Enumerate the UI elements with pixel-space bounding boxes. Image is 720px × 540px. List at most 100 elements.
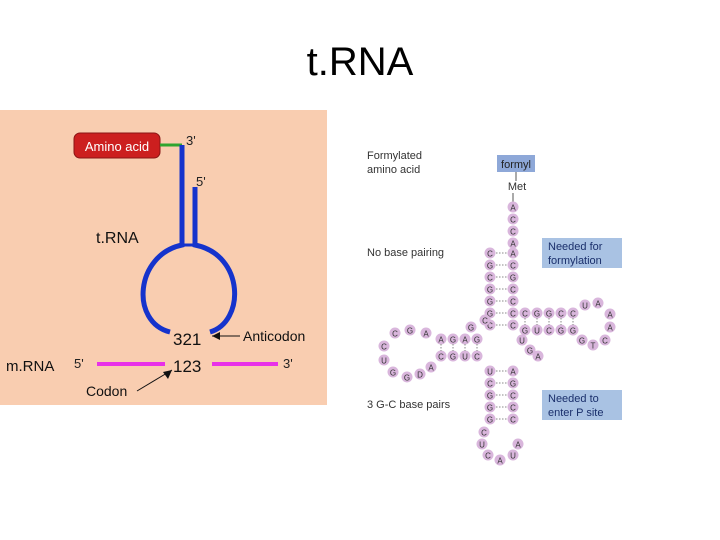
nucleotide-letter-anticodon-right-0: A: [510, 368, 516, 377]
nucleotide-letter-t-loop-3: A: [607, 324, 613, 333]
nucleotide-letter-t-loop-4: C: [602, 337, 608, 346]
nucleotide-anticodon-loop-2: [482, 449, 494, 461]
nucleotide-d-arm-bottom-1: [447, 350, 459, 362]
nucleotide-letter-t-arm-bottom-2: C: [546, 327, 552, 336]
nucleotide-letter-d-loop-4: U: [381, 357, 387, 366]
nucleotide-t-loop-1: [592, 297, 604, 309]
nucleotide-d-loop-0: [389, 327, 401, 339]
nucleotide-letter-d-loop-8: A: [428, 364, 434, 373]
nucleotide-letter-t-loop-5: T: [591, 342, 596, 351]
nucleotide-letter-acceptor-left-5: G: [487, 310, 493, 319]
formylation-note-box: [542, 238, 622, 268]
trna-cartoon-diagram: Amino acid 3' 5' t.RNA 321 Anticodon m.R…: [0, 110, 327, 405]
nucleotide-acceptor-left-1: [484, 259, 496, 271]
nucleotide-letter-t-arm-bottom-4: G: [570, 327, 576, 336]
nucleotide-letter-t-arm-top-3: C: [558, 310, 564, 319]
nucleotide-letter-anticodon-loop-5: A: [515, 441, 521, 450]
nucleotide-letter-d-arm-top-1: G: [450, 336, 456, 345]
nucleotide-anticodon-left-0: [484, 365, 496, 377]
nucleotide-acceptor-tail-2: [507, 225, 519, 237]
nucleotide-letter-acceptor-tail-0: A: [510, 204, 516, 213]
nucleotide-letter-anticodon-right-2: C: [510, 392, 516, 401]
nucleotide-letter-anticodon-right-4: C: [510, 416, 516, 425]
codon-digits: 123: [173, 357, 201, 376]
nucleotide-letter-anticodon-left-2: G: [487, 392, 493, 401]
nucleotide-letter-acceptor-tail-2: C: [510, 228, 516, 237]
nucleotide-letter-t-loop-2: A: [607, 311, 613, 320]
nucleotide-letter-acceptor-right-2: G: [510, 274, 516, 283]
nucleotide-d-arm-bottom-2: [459, 350, 471, 362]
nucleotide-d-loop-4: [378, 354, 390, 366]
nucleotide-letter-d-loop-0: C: [392, 330, 398, 339]
nucleotide-anticodon-right-0: [507, 365, 519, 377]
nucleotide-letter-d-arm-top-2: A: [462, 336, 468, 345]
nucleotide-letter-t-arm-top-0: C: [522, 310, 528, 319]
met-label: Met: [508, 181, 526, 193]
trna-cloverleaf-diagram: Formylated amino acid formyl Met No base…: [367, 150, 622, 466]
nucleotide-letter-anticodon-left-0: U: [487, 368, 493, 377]
nucleotide-anticodon-left-1: [484, 377, 496, 389]
nucleotide-letter-d-arm-bottom-2: U: [462, 353, 468, 362]
nucleotide-letter-anticodon-right-3: C: [510, 404, 516, 413]
nucleotide-acceptor-right-6: [507, 319, 519, 331]
nucleotide-letter-anticodon-left-3: G: [487, 404, 493, 413]
nucleotide-letter-anticodon-loop-3: A: [497, 457, 503, 466]
nucleotide-anticodon-loop-5: [512, 438, 524, 450]
nucleotide-anticodon-loop-1: [476, 438, 488, 450]
nucleotide-letter-variable-loop-4: A: [535, 353, 541, 362]
nucleotide-letter-anticodon-loop-2: C: [485, 452, 491, 461]
nucleotide-d-loop-7: [414, 368, 426, 380]
nucleotide-acceptor-right-3: [507, 283, 519, 295]
nucleotide-letter-anticodon-loop-4: U: [510, 452, 516, 461]
nucleotide-d-arm-top-3: [471, 333, 483, 345]
nucleotide-letter-d-arm-top-3: G: [474, 336, 480, 345]
nucleotide-t-loop-3: [604, 321, 616, 333]
p-site-note-line1: Needed to: [548, 393, 599, 405]
nucleotide-acceptor-tail-1: [507, 213, 519, 225]
nucleotide-letter-anticodon-loop-1: U: [479, 441, 485, 450]
nucleotide-anticodon-loop-0: [478, 426, 490, 438]
nucleotide-anticodon-right-1: [507, 377, 519, 389]
nucleotide-t-arm-bottom-2: [543, 324, 555, 336]
formyl-box: [497, 155, 535, 172]
nucleotide-letter-anticodon-right-1: G: [510, 380, 516, 389]
anticodon-arrowhead: [212, 332, 220, 340]
nucleotide-acceptor-right-0: [507, 247, 519, 259]
nucleotide-d-arm-top-0: [435, 333, 447, 345]
nucleotide-d-loop-6: [401, 371, 413, 383]
nucleotide-letter-anticodon-loop-0: C: [481, 429, 487, 438]
nucleotide-letter-t-arm-bottom-3: G: [558, 327, 564, 336]
nucleotide-acceptor-left-0: [484, 247, 496, 259]
nucleotide-letter-d-loop-5: G: [390, 369, 396, 378]
formyl-label: formyl: [501, 159, 531, 171]
nucleotide-anticodon-left-4: [484, 413, 496, 425]
nucleotide-letter-d-arm-top-0: A: [438, 336, 444, 345]
nucleotide-anticodon-loop-4: [507, 449, 519, 461]
nucleotide-t-arm-top-1: [531, 307, 543, 319]
nucleotide-letter-d-arm-bottom-0: C: [438, 353, 444, 362]
nucleotide-t-loop-0: [579, 299, 591, 311]
nucleotide-acceptor-left-3: [484, 283, 496, 295]
nucleotide-letter-acceptor-tail-1: C: [510, 216, 516, 225]
nucleotide-acceptor-tail-3: [507, 237, 519, 249]
nucleotide-acceptor-right-2: [507, 271, 519, 283]
anticodon-label: Anticodon: [243, 328, 305, 344]
nucleotide-acceptor-right-5: [507, 307, 519, 319]
nucleotide-d-loop-3: [378, 340, 390, 352]
nucleotide-letter-acceptor-right-3: C: [510, 286, 516, 295]
nucleotide-letter-t-arm-bottom-0: G: [522, 327, 528, 336]
nucleotide-letter-acceptor-tail-3: A: [510, 240, 516, 249]
nucleotide-d-loop-1: [404, 324, 416, 336]
nucleotide-acceptor-right-4: [507, 295, 519, 307]
nucleotide-letter-t-arm-top-1: G: [534, 310, 540, 319]
nucleotide-letter-acceptor-left-3: G: [487, 286, 493, 295]
nucleotide-letter-d-loop-3: C: [381, 343, 387, 352]
nucleotide-letter-t-arm-bottom-1: U: [534, 327, 540, 336]
nucleotide-d-loop-2: [420, 327, 432, 339]
trna-cartoon-background: [0, 110, 327, 405]
nucleotide-letter-t-loop-1: A: [595, 300, 601, 309]
p-site-note-box: [542, 390, 622, 420]
codon-label: Codon: [86, 383, 127, 399]
mrna-label: m.RNA: [6, 358, 54, 375]
